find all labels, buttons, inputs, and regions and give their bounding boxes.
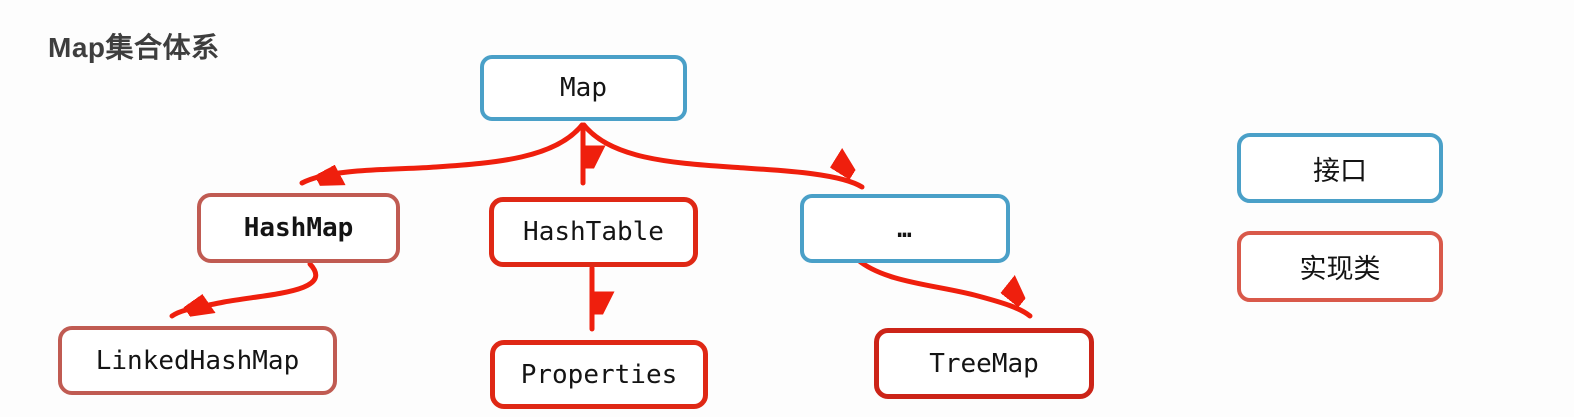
node-hashtable: HashTable xyxy=(489,197,698,267)
node-hashmap: HashMap xyxy=(197,193,400,263)
node-linkedhashmap-label: LinkedHashMap xyxy=(95,345,300,376)
edge-map-more xyxy=(581,122,865,190)
node-hashmap-label: HashMap xyxy=(243,213,354,243)
node-treemap: TreeMap xyxy=(874,328,1094,399)
legend-interface-box: 接口 xyxy=(1237,133,1443,203)
edge-more-treemap xyxy=(855,257,1030,319)
edge-hashmap-linkedhashmap xyxy=(169,261,319,316)
edge-map-hashmap xyxy=(299,122,585,183)
node-treemap-label: TreeMap xyxy=(929,348,1039,379)
node-map-label: Map xyxy=(560,73,607,103)
legend-implementation-label: 实现类 xyxy=(1299,254,1381,284)
page-title: Map集合体系 xyxy=(48,32,220,63)
node-more-label: … xyxy=(897,214,913,243)
node-linkedhashmap: LinkedHashMap xyxy=(58,326,337,395)
node-more: … xyxy=(800,194,1010,263)
node-map: Map xyxy=(480,55,687,121)
node-hashtable-label: HashTable xyxy=(523,217,664,247)
legend-implementation-box: 实现类 xyxy=(1237,231,1443,302)
legend-interface-label: 接口 xyxy=(1313,155,1367,186)
node-properties-label: Properties xyxy=(520,359,678,390)
node-properties: Properties xyxy=(490,340,708,409)
